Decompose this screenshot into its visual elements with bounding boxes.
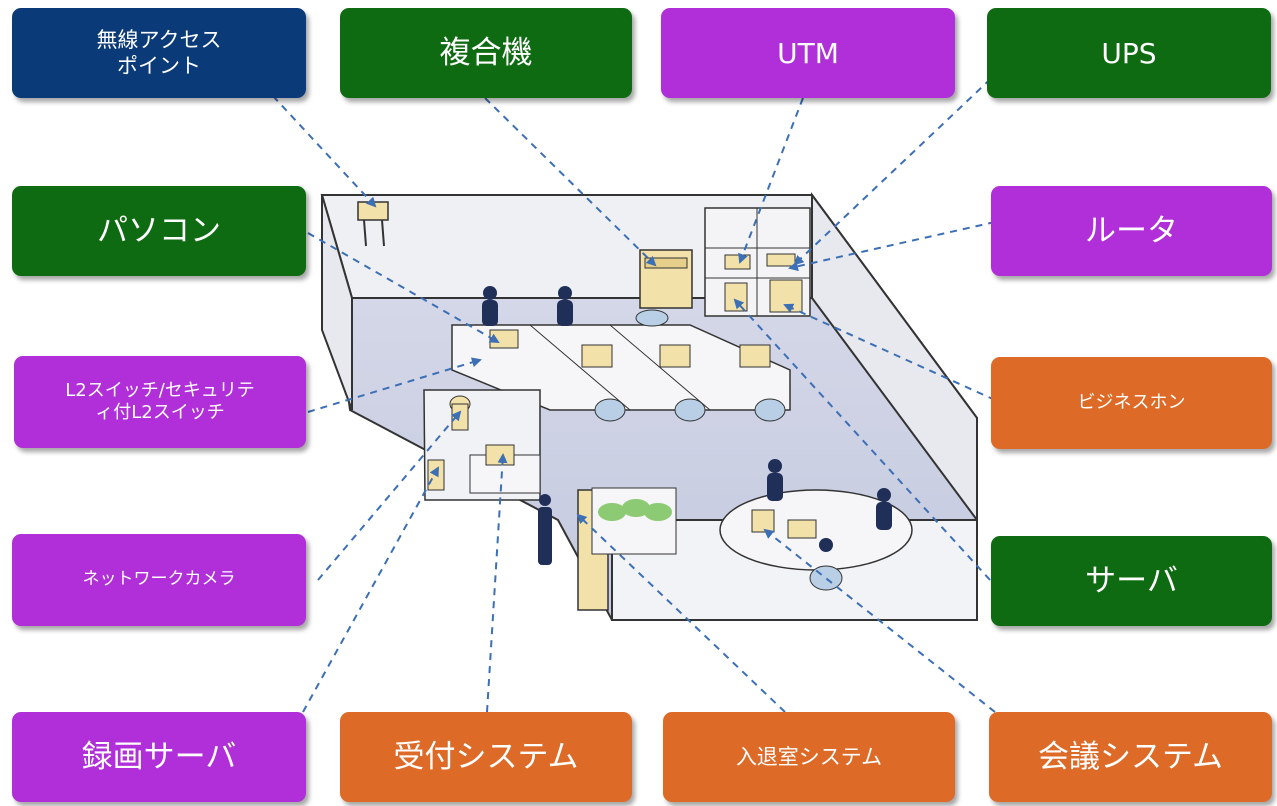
label-network-camera: ネットワークカメラ (12, 534, 306, 626)
label-l2-switch: L2スイッチ/セキュリテ ィ付L2スイッチ (14, 356, 306, 448)
connector-reception-system (486, 453, 508, 713)
label-pc: パソコン (12, 186, 306, 276)
connector-ups (793, 69, 1001, 266)
label-utm: UTM (661, 8, 955, 98)
desk-cluster (451, 324, 791, 411)
label-wireless-access-point: 無線アクセス ポイント (12, 8, 306, 98)
label-recording-server: 録画サーバ (12, 712, 306, 802)
connector-access-control (576, 513, 786, 713)
connector-router (788, 221, 996, 272)
label-router: ルータ (991, 186, 1272, 276)
connector-mfp (484, 97, 657, 267)
label-ups: UPS (987, 8, 1271, 98)
connector-utm (738, 97, 804, 264)
connector-server (733, 298, 991, 581)
connector-network-camera (317, 410, 462, 581)
connector-pc (307, 232, 500, 343)
connector-l2-switch (307, 357, 482, 413)
label-business-phone: ビジネスホン (991, 357, 1272, 449)
connector-conference-system (763, 528, 996, 713)
label-multifunction-printer: 複合機 (340, 8, 632, 98)
connector-recording-server (302, 466, 439, 713)
label-access-control-system: 入退室システム (663, 712, 955, 802)
label-conference-system: 会議システム (989, 712, 1272, 802)
label-reception-system: 受付システム (340, 712, 632, 802)
label-server: サーバ (991, 536, 1272, 626)
left-wall (321, 194, 353, 411)
planter (591, 487, 677, 555)
